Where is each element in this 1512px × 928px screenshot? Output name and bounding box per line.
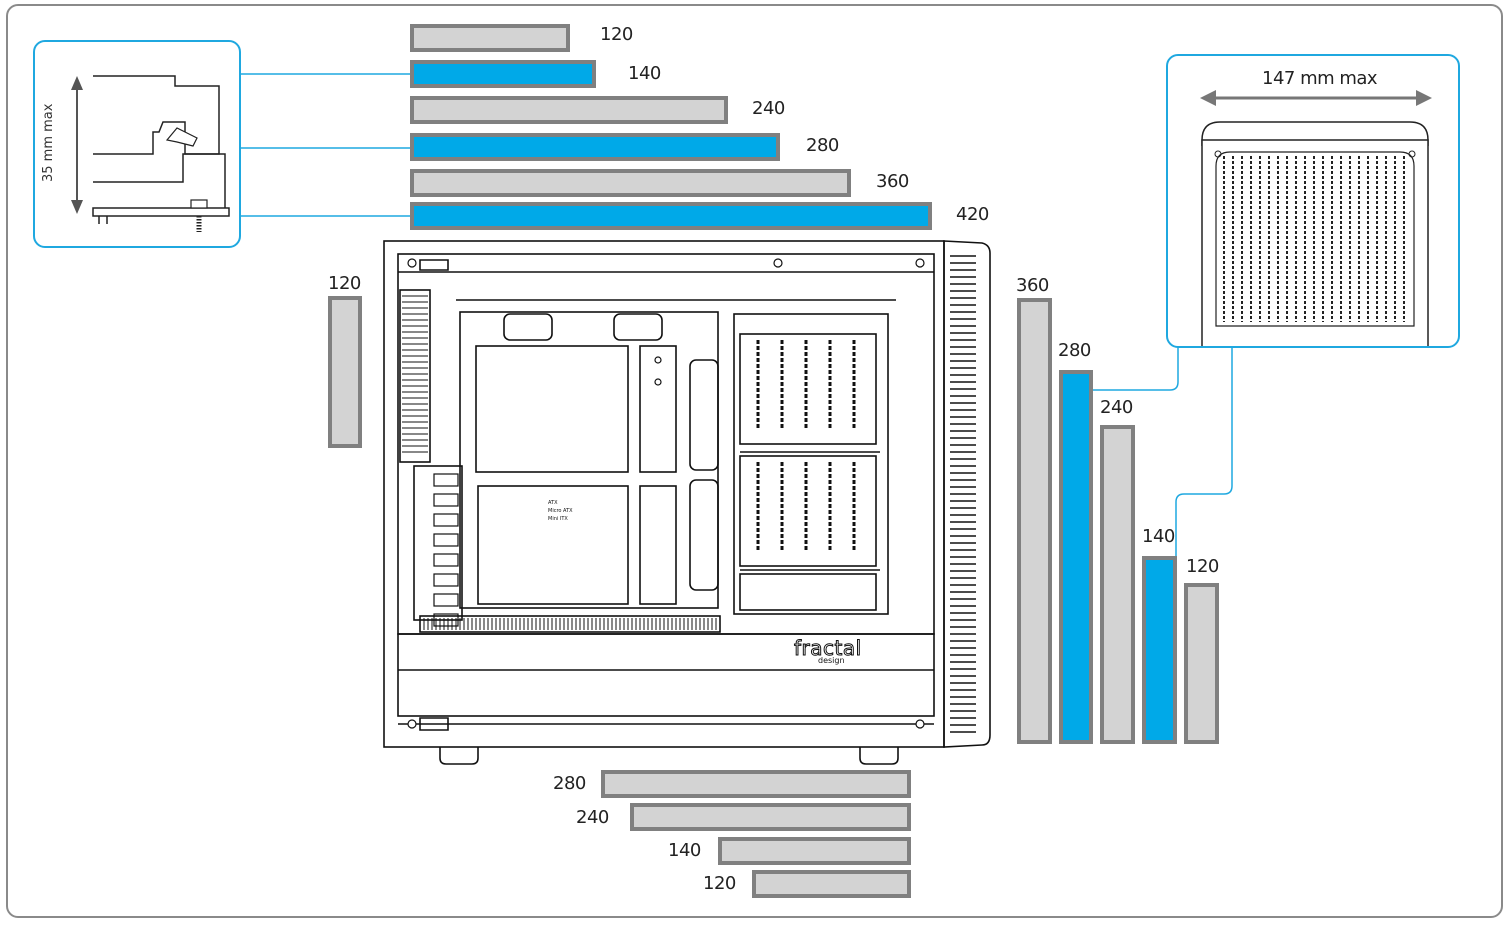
front-bar-280-label: 280 (1058, 340, 1091, 361)
top-bar-420-label: 420 (956, 204, 989, 225)
top-bar-360 (410, 169, 851, 197)
bottom-bar-240-label: 240 (576, 807, 609, 828)
top-bar-280 (410, 133, 780, 161)
front-width-text: 147 mm max (1262, 68, 1378, 89)
brand-logo-sub: design (818, 656, 845, 665)
front-bar-140-label: 140 (1142, 526, 1175, 547)
mb-label-atx: ATX (548, 500, 558, 506)
top-bar-240-label: 240 (752, 98, 785, 119)
front-bar-240-label: 240 (1100, 397, 1133, 418)
top-clearance-callout: 35 mm max (33, 40, 241, 248)
brand-logo: fractal (794, 636, 862, 661)
top-clearance-drawing (71, 75, 230, 232)
front-bar-120-label: 120 (1186, 556, 1219, 577)
top-bar-420 (410, 202, 932, 230)
bottom-bar-280-label: 280 (553, 773, 586, 794)
mb-label-itx: Mini ITX (548, 516, 568, 522)
top-bar-120-label: 120 (600, 24, 633, 45)
front-bar-120 (1184, 583, 1219, 744)
bottom-bar-120 (752, 870, 911, 898)
bottom-bar-120-label: 120 (703, 873, 736, 894)
front-bar-360 (1017, 298, 1052, 744)
top-bar-360-label: 360 (876, 171, 909, 192)
front-bar-280 (1059, 370, 1093, 744)
top-bar-140-label: 140 (628, 63, 661, 84)
top-clearance-text: 35 mm max (41, 103, 56, 182)
rear-bar-label: 120 (328, 273, 361, 294)
front-bar-240 (1100, 425, 1135, 744)
radiator-fin-grid (1223, 156, 1405, 322)
rear-bar-120 (328, 296, 362, 448)
front-bar-360-label: 360 (1016, 275, 1049, 296)
bottom-bar-140 (718, 837, 911, 865)
bottom-bar-240 (630, 803, 911, 831)
top-bar-240 (410, 96, 728, 124)
front-width-callout: 147 mm max (1166, 54, 1460, 348)
top-bar-120 (410, 24, 570, 52)
bottom-bar-140-label: 140 (668, 840, 701, 861)
front-width-drawing (1200, 90, 1432, 346)
diagram-frame (6, 4, 1503, 918)
top-bar-140 (410, 60, 596, 88)
front-bar-140 (1142, 556, 1177, 744)
top-bar-280-label: 280 (806, 135, 839, 156)
bottom-bar-280 (601, 770, 911, 798)
mb-label-matx: Micro ATX (548, 508, 573, 514)
